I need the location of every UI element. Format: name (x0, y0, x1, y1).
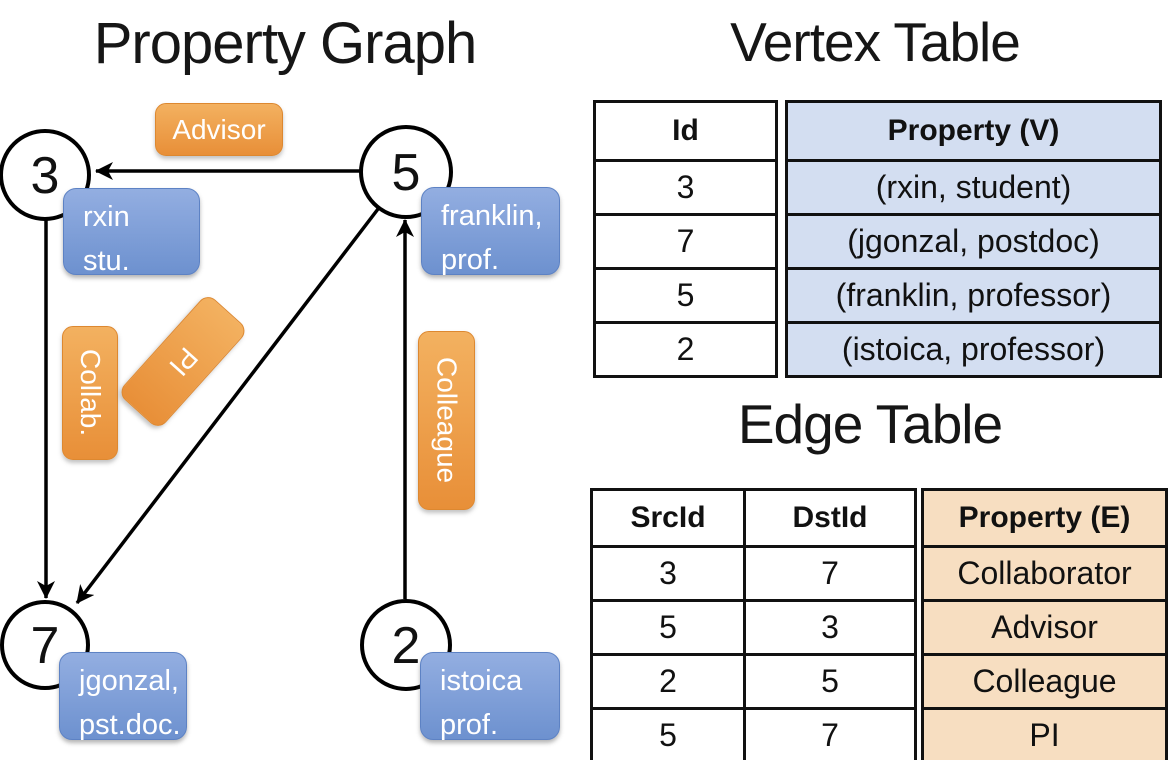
edge-table-property-cell: Collaborator (924, 545, 1165, 599)
edge-table-property-column: Property (E) Collaborator Advisor Collea… (921, 488, 1168, 760)
vertex-property-line: prof. (440, 708, 499, 741)
vertex-table-id-cell: 5 (596, 267, 775, 321)
edge-table-header-property: Property (E) (924, 491, 1165, 545)
edge-pi-arrow (75, 207, 380, 605)
edge-table-dstid-cell: 7 (746, 545, 914, 599)
vertex-property-line: jgonzal, (79, 665, 179, 697)
edge-table-dstid-column: DstId 7 3 5 7 (743, 491, 914, 760)
vertex-table-header-id: Id (672, 114, 699, 147)
vertex-id-7: 7 (31, 617, 60, 675)
edge-table-property-cell: Advisor (924, 599, 1165, 653)
vertex-table-header-property: Property (V) (788, 103, 1159, 159)
vertex-table-property-cell: (franklin, professor) (788, 267, 1159, 321)
edge-table-property-cell: Colleague (924, 653, 1165, 707)
edge-label-text: Advisor (172, 113, 266, 145)
edge-label-text: PI (162, 341, 204, 383)
edge-table-srcid-cell: 2 (593, 653, 743, 707)
vertex-id-2: 2 (392, 617, 421, 675)
edge-table-dstid-cell: 5 (746, 653, 914, 707)
vertex-table: Id 3 7 5 2 Property (V) (rxin, student) … (593, 100, 1162, 378)
edge-table-srcid-cell: 5 (593, 707, 743, 760)
vertex-property-line: franklin, (441, 200, 543, 232)
vertex-table-title: Vertex Table (730, 11, 1021, 73)
vertex-id-3: 3 (31, 147, 60, 205)
edge-label-colleague: Colleague (418, 331, 475, 510)
edge-table-title: Edge Table (737, 393, 1003, 455)
vertex-property-box-franklin: franklin, prof. (421, 187, 560, 276)
vertex-table-property-cell: (jgonzal, postdoc) (788, 213, 1159, 267)
edge-table-srcid-cell: 5 (593, 599, 743, 653)
vertex-table-id-column: Id 3 7 5 2 (593, 100, 778, 378)
edge-table: SrcId 3 5 2 5 DstId 7 3 5 7 Property (E)… (590, 488, 1168, 760)
edge-table-id-columns: SrcId 3 5 2 5 DstId 7 3 5 7 (590, 488, 917, 760)
edge-label-collab: Collab. (62, 326, 118, 460)
vertex-table-id-cell: 2 (596, 321, 775, 375)
edge-table-header-srcid: SrcId (630, 501, 706, 534)
vertex-property-line: pst.doc. (79, 708, 181, 741)
edge-table-srcid-column: SrcId 3 5 2 5 (593, 491, 743, 760)
vertex-property-line: rxin (83, 201, 130, 233)
property-graph-title: Property Graph (93, 11, 478, 76)
edge-table-dstid-cell: 7 (746, 707, 914, 760)
edge-table-property-cell: PI (924, 707, 1165, 760)
vertex-table-property-column: Property (V) (rxin, student) (jgonzal, p… (785, 100, 1162, 378)
vertex-table-property-cell: (istoica, professor) (788, 321, 1159, 375)
vertex-table-id-cell: 7 (596, 213, 775, 267)
vertex-property-line: prof. (441, 243, 500, 276)
edge-table-srcid-cell: 3 (593, 545, 743, 599)
vertex-property-line: istoica (440, 665, 523, 697)
vertex-id-5: 5 (392, 144, 421, 202)
edge-label-text: Colleague (431, 357, 463, 484)
vertex-property-box-jgonzal: jgonzal, pst.doc. (59, 652, 187, 741)
edge-table-dstid-cell: 3 (746, 599, 914, 653)
vertex-property-line: stu. (83, 244, 130, 277)
vertex-property-box-rxin: rxin stu. (63, 188, 200, 277)
edge-table-header-dstid: DstId (792, 501, 868, 534)
vertex-table-property-cell: (rxin, student) (788, 159, 1159, 213)
edge-label-text: Collab. (75, 349, 106, 437)
vertex-table-id-cell: 3 (596, 159, 775, 213)
vertex-property-box-istoica: istoica prof. (420, 652, 560, 741)
edge-label-advisor: Advisor (155, 103, 283, 156)
